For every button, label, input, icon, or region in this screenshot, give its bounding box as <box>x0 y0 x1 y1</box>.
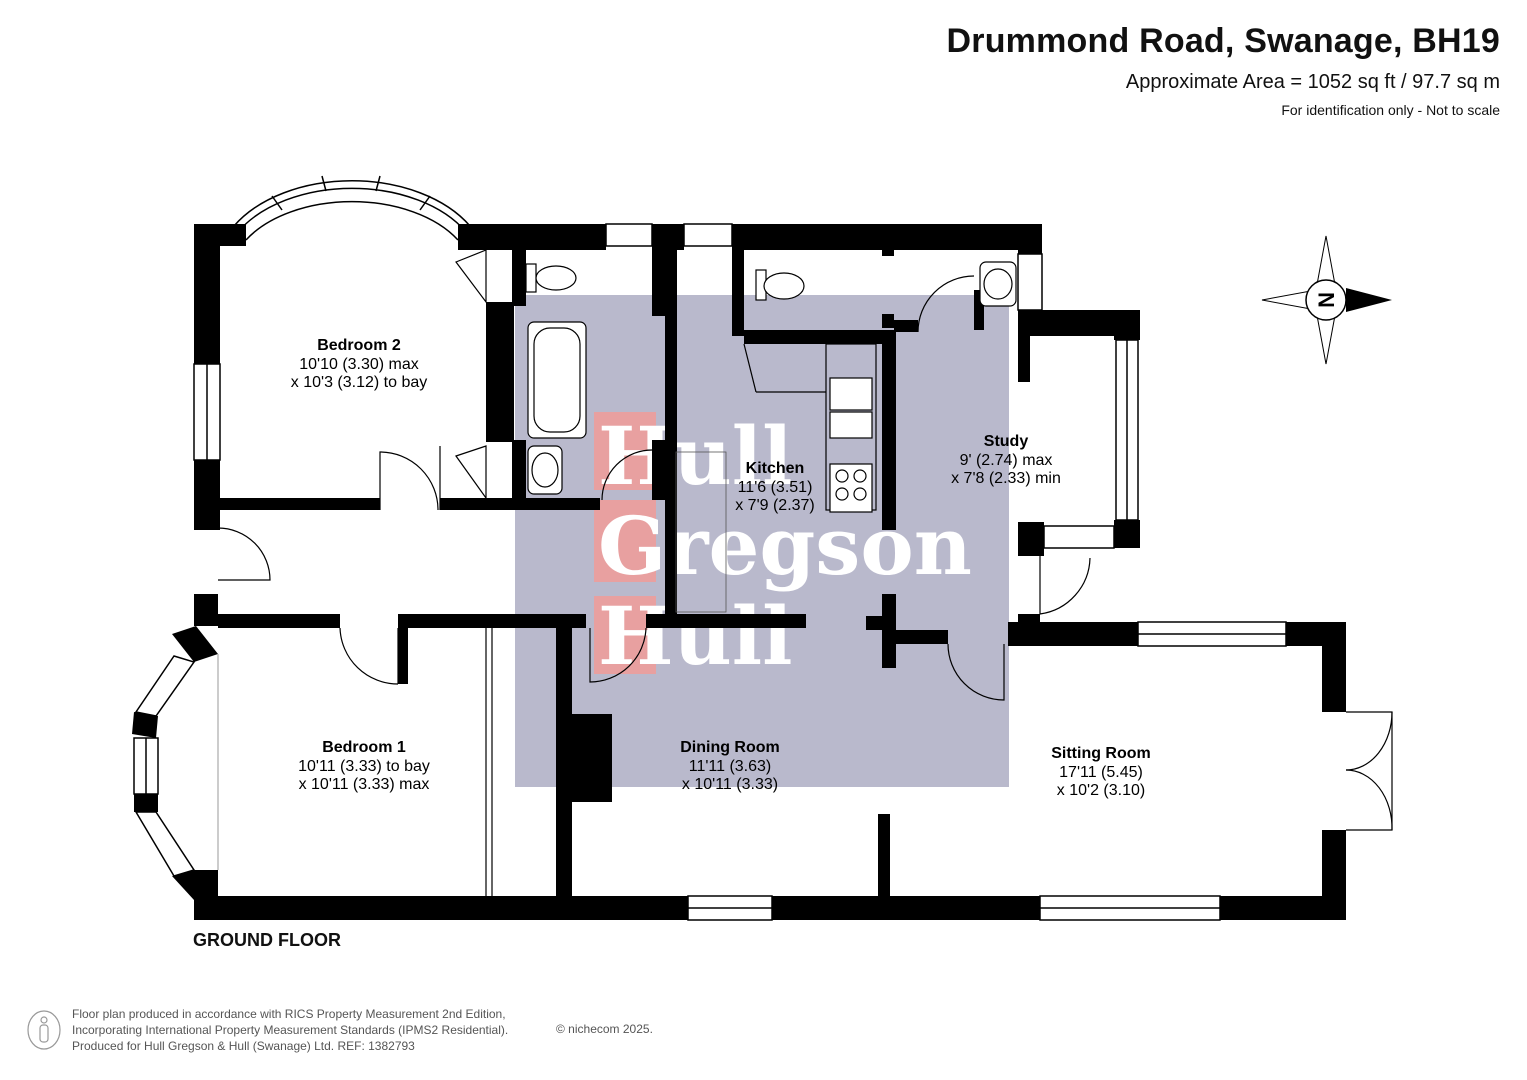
study-dim2: x 7'8 (2.33) min <box>951 470 1061 487</box>
bedroom-2-dim1: 10'10 (3.30) max <box>299 356 419 373</box>
compass-letter: N <box>1314 292 1339 308</box>
dining-room-name: Dining Room <box>680 739 780 756</box>
wardrobe <box>217 628 493 896</box>
windows <box>133 223 1287 921</box>
footer: Floor plan produced in accordance with R… <box>72 1006 508 1054</box>
bedroom-1-dim1: 10'11 (3.33) to bay <box>298 758 430 775</box>
bedroom-1-name: Bedroom 1 <box>322 739 406 756</box>
toilet <box>525 263 537 293</box>
study-name: Study <box>984 433 1029 450</box>
bedroom-2-bay-window <box>233 175 471 241</box>
drainer <box>829 411 873 439</box>
kitchen-dim1: 11'6 (3.51) <box>738 479 813 496</box>
sitting-room-dim1: 17'11 (5.45) <box>1059 764 1143 781</box>
footer-line-1: Floor plan produced in accordance with R… <box>72 1007 506 1021</box>
hob <box>829 463 873 513</box>
kitchen-name: Kitchen <box>746 460 805 477</box>
kitchen-fixtures <box>675 343 877 613</box>
kitchen-dim2: x 7'9 (2.37) <box>735 497 815 514</box>
study-dim1: 9' (2.74) max <box>960 452 1053 469</box>
sitting-room-name: Sitting Room <box>1051 745 1151 762</box>
bedroom-2-name: Bedroom 2 <box>317 337 401 354</box>
dining-room-dim2: x 10'11 (3.33) <box>682 776 778 793</box>
header: Drummond Road, Swanage, BH19 Approximate… <box>947 22 1500 118</box>
bedroom-1-dim2: x 10'11 (3.33) max <box>299 776 430 793</box>
sitting-room-dim2: x 10'2 (3.10) <box>1057 782 1145 799</box>
property-title: Drummond Road, Swanage, BH19 <box>946 22 1500 60</box>
doors <box>217 249 1393 831</box>
person-icon <box>27 1010 61 1050</box>
watermark-line-1: Hull <box>598 409 793 503</box>
dining-room-dim1: 11'11 (3.63) <box>689 758 772 775</box>
room-labels: Bedroom 2 10'10 (3.30) max x 10'3 (3.12)… <box>291 337 1151 799</box>
walls <box>132 224 1346 920</box>
compass-north-icon: N <box>1261 235 1392 365</box>
footer-brand: © nichecom 2025. <box>556 1022 653 1036</box>
kitchen-sink <box>829 377 873 411</box>
approximate-area: Approximate Area = 1052 sq ft / 97.7 sq … <box>1125 71 1500 93</box>
footer-line-2: Incorporating International Property Mea… <box>72 1023 509 1037</box>
bathroom-fixtures <box>525 261 1017 495</box>
watermark-line-2: Gregson <box>598 499 972 593</box>
bedroom-2-dim2: x 10'3 (3.12) to bay <box>291 374 427 391</box>
identification-note: For identification only - Not to scale <box>1281 102 1500 118</box>
footer-line-3: Produced for Hull Gregson & Hull (Swanag… <box>72 1039 415 1053</box>
watermark-line-3: Hull <box>598 589 793 683</box>
floor-label: GROUND FLOOR <box>193 930 341 950</box>
watermark-logo: Hull Gregson Hull <box>594 409 972 683</box>
